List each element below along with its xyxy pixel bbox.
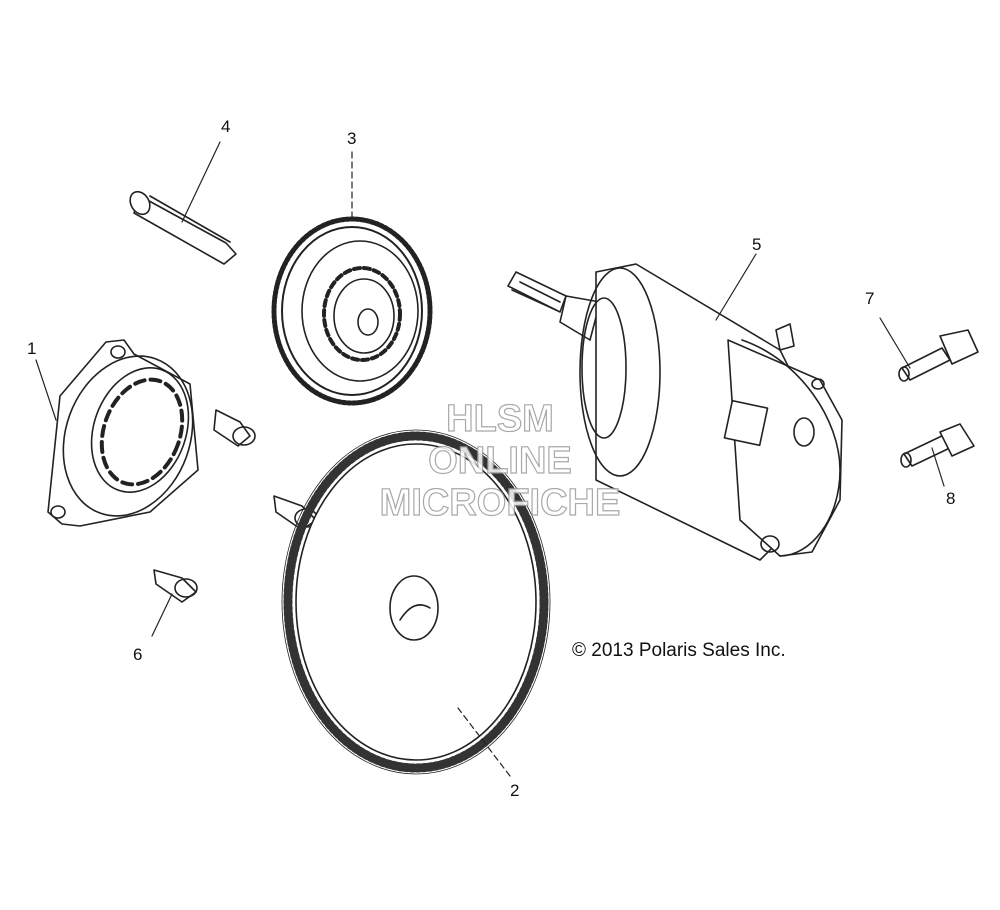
leader-4 xyxy=(181,141,221,223)
part-7-bolt[interactable] xyxy=(898,329,979,382)
leader-5 xyxy=(715,253,757,321)
copyright-notice: © 2013 Polaris Sales Inc. xyxy=(572,640,786,661)
callout-3: 3 xyxy=(347,129,357,148)
leader-7 xyxy=(879,317,911,369)
leader-6 xyxy=(151,593,173,637)
callout-2: 2 xyxy=(510,781,520,800)
part-5-starter-motor[interactable] xyxy=(507,263,843,561)
part-1-starter-clutch[interactable] xyxy=(42,338,215,535)
leader-8 xyxy=(931,447,945,487)
callout-7: 7 xyxy=(865,289,875,308)
leader-1 xyxy=(35,359,57,421)
part-3-drive-gear[interactable] xyxy=(271,216,433,406)
callout-8: 8 xyxy=(946,489,956,508)
callout-5: 5 xyxy=(752,235,762,254)
callout-1: 1 xyxy=(27,339,37,358)
callout-4: 4 xyxy=(221,117,231,136)
callout-6: 6 xyxy=(133,645,143,664)
part-6-screw-lower[interactable] xyxy=(153,569,198,603)
part-4-pin[interactable] xyxy=(126,188,237,265)
part-8-bolt[interactable] xyxy=(900,423,975,468)
part-2-flywheel-gear[interactable] xyxy=(281,429,551,775)
part-6-screw-upper[interactable] xyxy=(213,409,256,447)
leader-lines xyxy=(35,141,945,777)
leader-2 xyxy=(457,707,511,777)
